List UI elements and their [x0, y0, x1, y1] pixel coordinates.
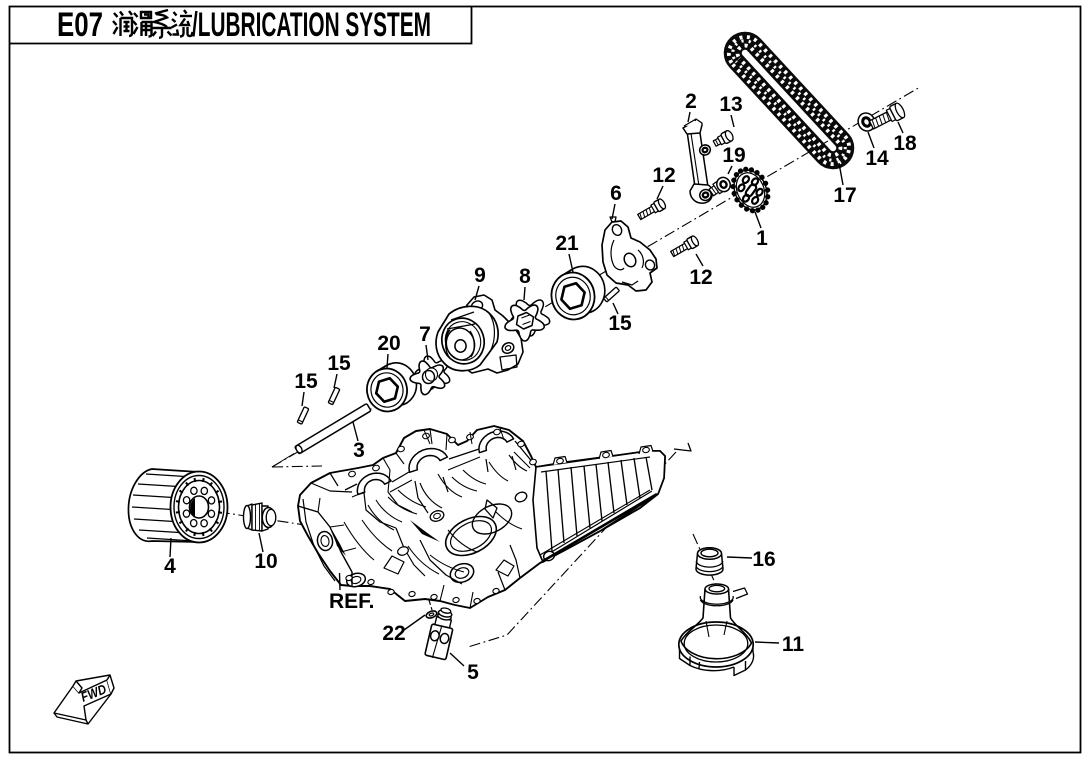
svg-text:4: 4 [164, 555, 176, 578]
svg-text:19: 19 [722, 144, 745, 167]
svg-text:2: 2 [685, 90, 697, 113]
svg-text:8: 8 [519, 265, 531, 288]
svg-text:9: 9 [474, 264, 486, 287]
svg-text:E07: E07 [57, 6, 103, 44]
svg-text:1: 1 [756, 227, 768, 250]
svg-text:20: 20 [377, 332, 400, 355]
svg-text:11: 11 [782, 633, 805, 656]
svg-text:13: 13 [719, 93, 742, 116]
svg-text:15: 15 [294, 370, 318, 393]
svg-text:14: 14 [865, 147, 889, 170]
svg-text:REF.: REF. [329, 590, 375, 613]
svg-text:12: 12 [652, 164, 675, 187]
svg-text:7: 7 [419, 323, 431, 346]
svg-text:/LUBRICATION SYSTEM: /LUBRICATION SYSTEM [192, 6, 431, 44]
svg-text:15: 15 [327, 352, 351, 375]
svg-text:15: 15 [608, 312, 632, 335]
svg-text:21: 21 [555, 232, 579, 255]
svg-text:22: 22 [382, 622, 405, 645]
svg-text:16: 16 [752, 548, 775, 571]
svg-text:6: 6 [610, 182, 622, 205]
svg-text:12: 12 [689, 266, 712, 289]
svg-text:5: 5 [467, 661, 479, 684]
svg-text:10: 10 [254, 550, 277, 573]
svg-text:17: 17 [833, 184, 856, 207]
svg-text:18: 18 [893, 132, 917, 155]
svg-text:3: 3 [353, 439, 365, 462]
